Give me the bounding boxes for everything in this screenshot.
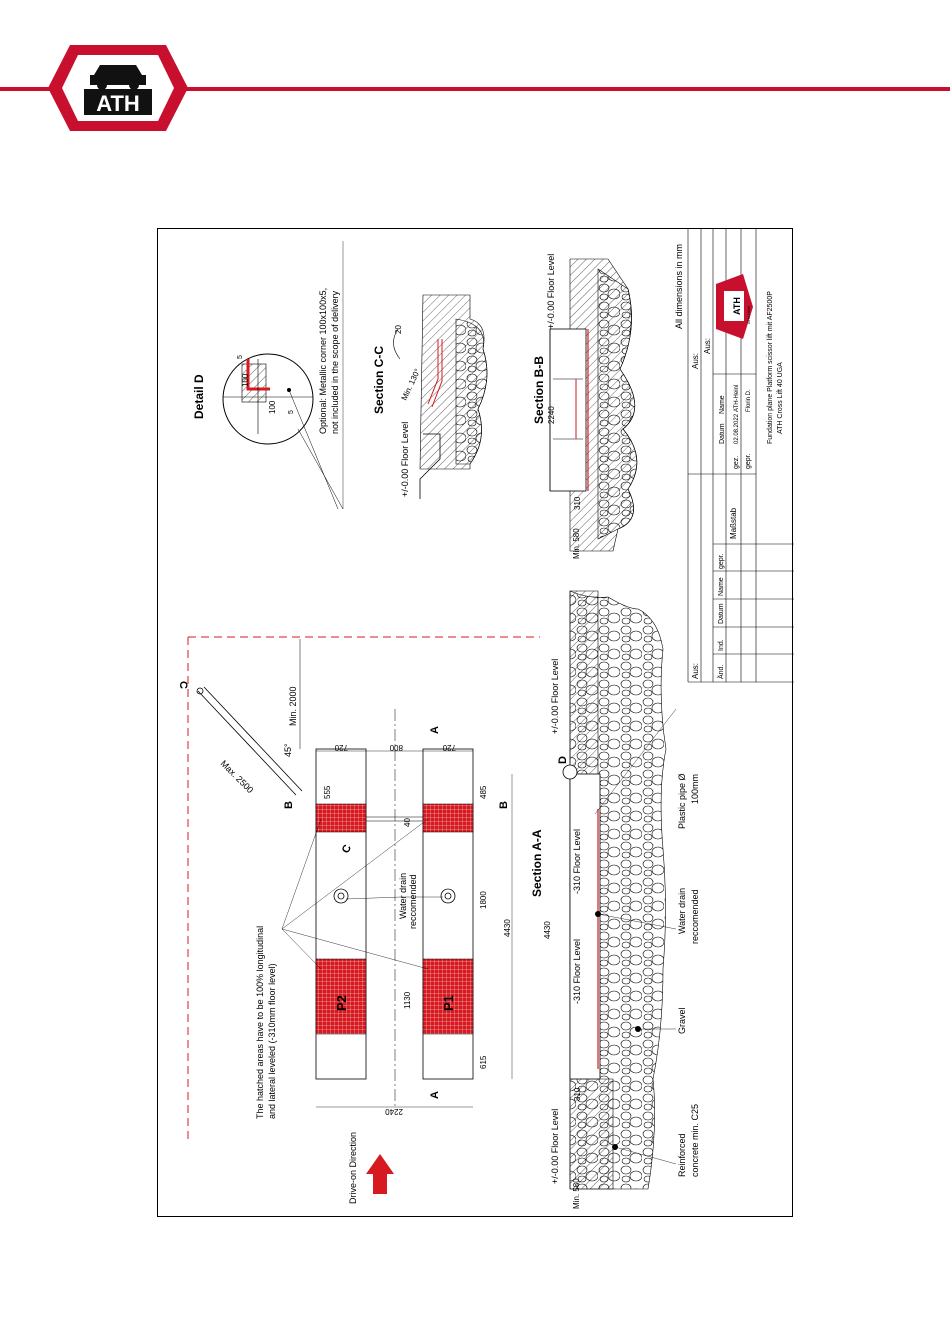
small-ath-logo: ATH ATH-Heinl	[716, 274, 753, 339]
detail-d: Detail D 100 100 5 5 Optional: Metallic …	[192, 241, 344, 510]
aus-2: Aus:	[703, 338, 712, 354]
section-c-c: Section C-C +/-0.00 Floor Level 20 Min. …	[372, 294, 488, 499]
dim-720-b: 720	[442, 743, 456, 752]
note-metallic-corner-1: Optional: Metallic corner 100x100x5,	[318, 288, 328, 434]
aus-1: Aus:	[691, 353, 700, 369]
level-floor-aa-top: +/-0.00 Floor Level	[550, 659, 560, 734]
marker-c-top: C	[177, 681, 189, 689]
col-name: Name	[718, 577, 725, 596]
note-hatched-1: The hatched areas have to be 100% longit…	[255, 926, 265, 1119]
dim-615: 615	[479, 1055, 488, 1069]
dim-720-a: 720	[334, 743, 348, 752]
col-aend: Änd.	[717, 665, 725, 679]
dim-20: 20	[394, 325, 403, 334]
dim-45-deg: 45°	[283, 743, 293, 757]
note-metallic-corner-2: not included in the scope of delivery	[330, 290, 340, 434]
dim-5-a: 5	[237, 355, 244, 359]
marker-b-bottom: B	[498, 801, 510, 809]
section-b-b-title: Section B-B	[532, 356, 546, 424]
level-floor-bb: +/-0.00 Floor Level	[546, 254, 556, 329]
dim-310-bb: 310	[573, 496, 582, 510]
dim-5-b: 5	[288, 410, 295, 414]
note-water-drain-plan-1: Water drain	[398, 873, 408, 919]
gez-label: gez.	[733, 456, 740, 469]
level-floor-aa-bottom: +/-0.00 Floor Level	[550, 1109, 560, 1184]
drawing-title-1: Fundation plane Platform scissor lift mi…	[767, 291, 774, 444]
foundation-plan: Detail D 100 100 5 5 Optional: Metallic …	[177, 229, 794, 1209]
col-datum: Datum	[718, 603, 725, 624]
dim-485: 485	[479, 785, 488, 799]
small-logo-caption: ATH-Heinl	[746, 306, 751, 324]
section-c-c-title: Section C-C	[372, 346, 386, 414]
marker-a-top: A	[429, 726, 441, 734]
note-water-drain-1: Water drain	[677, 888, 687, 934]
dim-1800: 1800	[479, 891, 488, 909]
datum-label: Datum	[719, 423, 726, 444]
section-a-a: D Section A-A 4430 +/-0.00 Floor Level +…	[530, 590, 700, 1209]
dim-2240-plan: 2240	[385, 1107, 403, 1116]
aus-3: Aus:	[691, 663, 700, 679]
marker-p2: P2	[334, 995, 349, 1011]
dim-4430-plan: 4430	[503, 919, 512, 937]
logo-text: ATH	[96, 91, 140, 116]
note-gravel: Gravel	[677, 1007, 687, 1034]
dim-4430-aa: 4430	[543, 921, 552, 939]
note-drive-on: Drive-on Direction	[348, 1132, 358, 1204]
section-a-a-title: Section A-A	[530, 829, 544, 897]
note-concrete-2: concrete min. C25	[690, 1104, 700, 1177]
title-block: All dimensions in mm Aus: Aus: Aus: Änd.…	[674, 229, 794, 683]
level-310-a: -310 Floor Level	[572, 829, 582, 894]
note-all-dimensions: All dimensions in mm	[674, 244, 684, 329]
gepr-label: gepr.	[745, 453, 752, 469]
name-value: ATH-Heinl	[734, 385, 740, 412]
note-water-drain-plan-2: reccomended	[408, 874, 418, 929]
drawing-frame: Detail D 100 100 5 5 Optional: Metallic …	[157, 228, 794, 1217]
detail-d-title: Detail D	[192, 374, 206, 419]
dim-min-580-bb: Min. 580	[572, 528, 581, 559]
drawing-title-2: ATH Cross Lift 40 UGA	[777, 362, 784, 434]
massstab-label: Maßstab	[729, 507, 738, 539]
marker-p1: P1	[441, 995, 456, 1011]
small-logo-text: ATH	[732, 297, 742, 315]
ath-logo: ATH	[48, 45, 188, 131]
col-ind: Ind.	[718, 639, 725, 651]
dim-min-2000: Min. 2000	[288, 686, 298, 726]
dim-2240-bb: 2240	[547, 406, 556, 424]
note-concrete-1: Reinforced	[677, 1133, 687, 1177]
name-label: Name	[719, 395, 726, 414]
dim-min-580-aa: Min. 580	[572, 1178, 581, 1209]
note-plastic-pipe-1: Plastic pipe Ø	[677, 773, 687, 829]
dim-min-130: Min. 130°	[400, 367, 422, 402]
drive-on-arrow-icon	[366, 1154, 394, 1194]
date-value: 02.08.2022	[734, 413, 740, 444]
marker-a-bottom: A	[429, 1091, 441, 1099]
marker-b-top: B	[283, 801, 295, 809]
note-plastic-pipe-2: 100mm	[690, 774, 700, 804]
col-gepr: gepr.	[718, 553, 725, 569]
header-rule	[0, 87, 950, 91]
level-310-b: -310 Floor Level	[572, 939, 582, 1004]
name-value-2: Florin D.	[746, 389, 752, 412]
dim-100-b: 100	[268, 400, 277, 414]
marker-c-plan: C	[340, 843, 354, 855]
section-b-b: Section B-B 2240 +/-0.00 Floor Level 310…	[532, 254, 638, 559]
note-water-drain-2: reccomended	[690, 889, 700, 944]
level-floor-cc: +/-0.00 Floor Level	[400, 422, 410, 497]
dim-310-aa: 310	[573, 1087, 582, 1101]
dim-max-2500: Max. 2500	[219, 758, 256, 795]
dim-555: 555	[323, 785, 332, 799]
dim-800: 800	[389, 743, 403, 752]
dim-40: 40	[403, 818, 412, 827]
plan-view: Min. 2000 Max. 2500 45° C P2 P1 720 800 …	[177, 636, 540, 1204]
dim-1130: 1130	[403, 991, 412, 1009]
note-hatched-2: and lateral leveled (-310mm floor level)	[267, 963, 277, 1119]
dim-100-a: 100	[241, 373, 250, 387]
marker-d: D	[557, 756, 569, 764]
